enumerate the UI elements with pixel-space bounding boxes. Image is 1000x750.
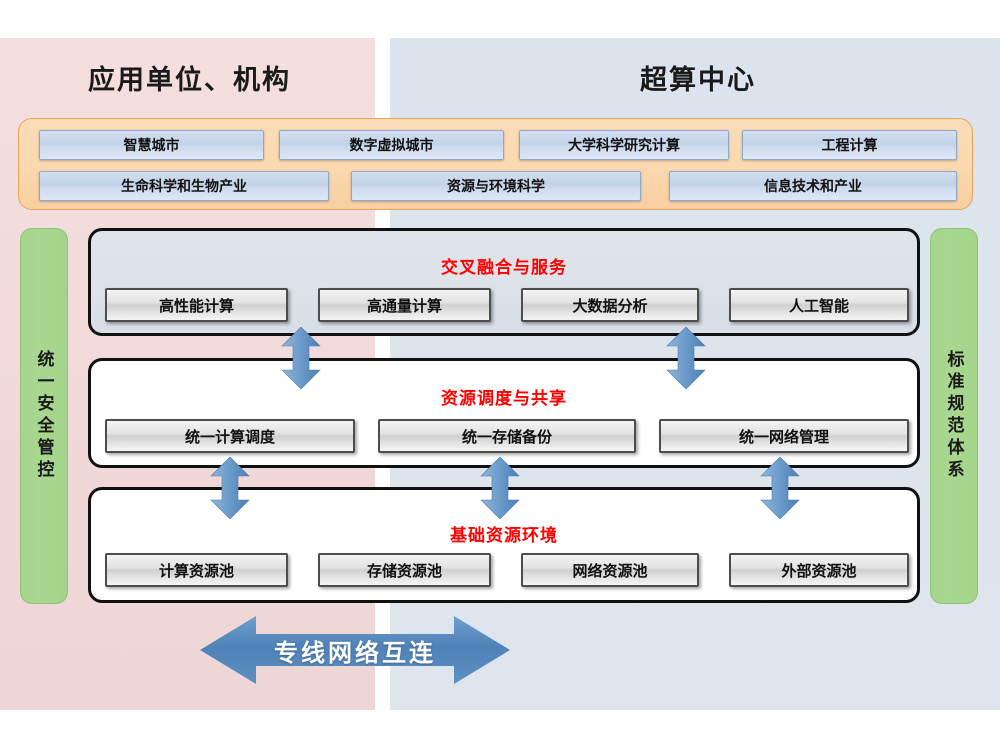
- side-bar-right-label: 标准规范体系: [944, 350, 964, 482]
- capability-box-label: 统一网络管理: [738, 428, 829, 446]
- layer-items: 计算资源池 存储资源池 网络资源池 外部资源池: [105, 553, 909, 587]
- capability-box[interactable]: 存储资源池: [318, 553, 491, 587]
- capability-box[interactable]: 统一存储备份: [378, 419, 636, 453]
- zone-left-title: 应用单位、机构: [88, 65, 291, 95]
- capability-box-label: 高通量计算: [366, 297, 442, 315]
- layer-panel-convergence-services: 交叉融合与服务 高性能计算 高通量计算 大数据分析 人工智能: [88, 228, 920, 336]
- zone-right-title: 超算中心: [640, 65, 756, 95]
- capability-box[interactable]: 高通量计算: [318, 288, 491, 322]
- application-box[interactable]: 资源与环境科学: [351, 171, 641, 201]
- capability-box-label: 计算资源池: [158, 562, 234, 580]
- capability-box-label: 统一计算调度: [184, 428, 275, 446]
- capability-box[interactable]: 高性能计算: [105, 288, 288, 322]
- capability-box-label: 高性能计算: [158, 297, 234, 315]
- capability-box[interactable]: 统一网络管理: [659, 419, 909, 453]
- application-box-label: 智慧城市: [123, 137, 180, 153]
- side-bar-left-label: 统一安全管控: [34, 350, 54, 482]
- application-box[interactable]: 智慧城市: [39, 130, 264, 160]
- application-box[interactable]: 大学科学研究计算: [519, 130, 729, 160]
- capability-box[interactable]: 外部资源池: [729, 553, 909, 587]
- capability-box-label: 存储资源池: [366, 562, 442, 580]
- capability-box-label: 网络资源池: [572, 562, 648, 580]
- application-box-label: 生命科学和生物产业: [121, 178, 247, 194]
- side-bar-unified-security[interactable]: 统一安全管控: [20, 228, 68, 604]
- application-box-label: 数字虚拟城市: [349, 137, 434, 153]
- layer-title: 基础资源环境: [450, 526, 558, 545]
- side-bar-standards-system[interactable]: 标准规范体系: [930, 228, 978, 604]
- layer-connector-arrow-icon: [480, 457, 520, 519]
- layer-items: 统一计算调度 统一存储备份 统一网络管理: [105, 419, 909, 453]
- layer-title: 资源调度与共享: [441, 389, 567, 408]
- capability-box[interactable]: 计算资源池: [105, 553, 288, 587]
- dedicated-network-arrow: 专线网络互连: [200, 613, 510, 687]
- application-box[interactable]: 信息技术和产业: [669, 171, 957, 201]
- layer-connector-arrow-icon: [760, 457, 800, 519]
- layer-items: 高性能计算 高通量计算 大数据分析 人工智能: [105, 288, 909, 322]
- layer-panel-resource-scheduling: 资源调度与共享 统一计算调度 统一存储备份 统一网络管理: [88, 358, 920, 468]
- application-box[interactable]: 生命科学和生物产业: [39, 171, 329, 201]
- capability-box[interactable]: 统一计算调度: [105, 419, 355, 453]
- capability-box-label: 大数据分析: [572, 297, 648, 315]
- application-row-1: 生命科学和生物产业 资源与环境科学 信息技术和产业: [19, 171, 974, 201]
- capability-box-label: 统一存储备份: [461, 428, 552, 446]
- application-box[interactable]: 工程计算: [742, 130, 957, 160]
- application-box-label: 大学科学研究计算: [568, 137, 680, 153]
- layer-connector-arrow-icon: [666, 327, 706, 389]
- application-box-label: 工程计算: [821, 137, 878, 153]
- layer-connector-arrow-icon: [210, 457, 250, 519]
- application-band: 智慧城市 数字虚拟城市 大学科学研究计算 工程计算 生命科学和生物产业 资源与环境科学 信…: [18, 118, 973, 210]
- capability-box-label: 外部资源池: [781, 562, 857, 580]
- application-box[interactable]: 数字虚拟城市: [279, 130, 504, 160]
- application-box-label: 资源与环境科学: [447, 178, 545, 194]
- capability-box[interactable]: 大数据分析: [521, 288, 699, 322]
- capability-box-label: 人工智能: [788, 297, 849, 315]
- application-box-label: 信息技术和产业: [764, 178, 862, 194]
- capability-box[interactable]: 网络资源池: [521, 553, 699, 587]
- layer-title: 交叉融合与服务: [441, 258, 567, 277]
- application-row-0: 智慧城市 数字虚拟城市 大学科学研究计算 工程计算: [19, 130, 974, 160]
- layer-connector-arrow-icon: [281, 327, 321, 389]
- capability-box[interactable]: 人工智能: [729, 288, 909, 322]
